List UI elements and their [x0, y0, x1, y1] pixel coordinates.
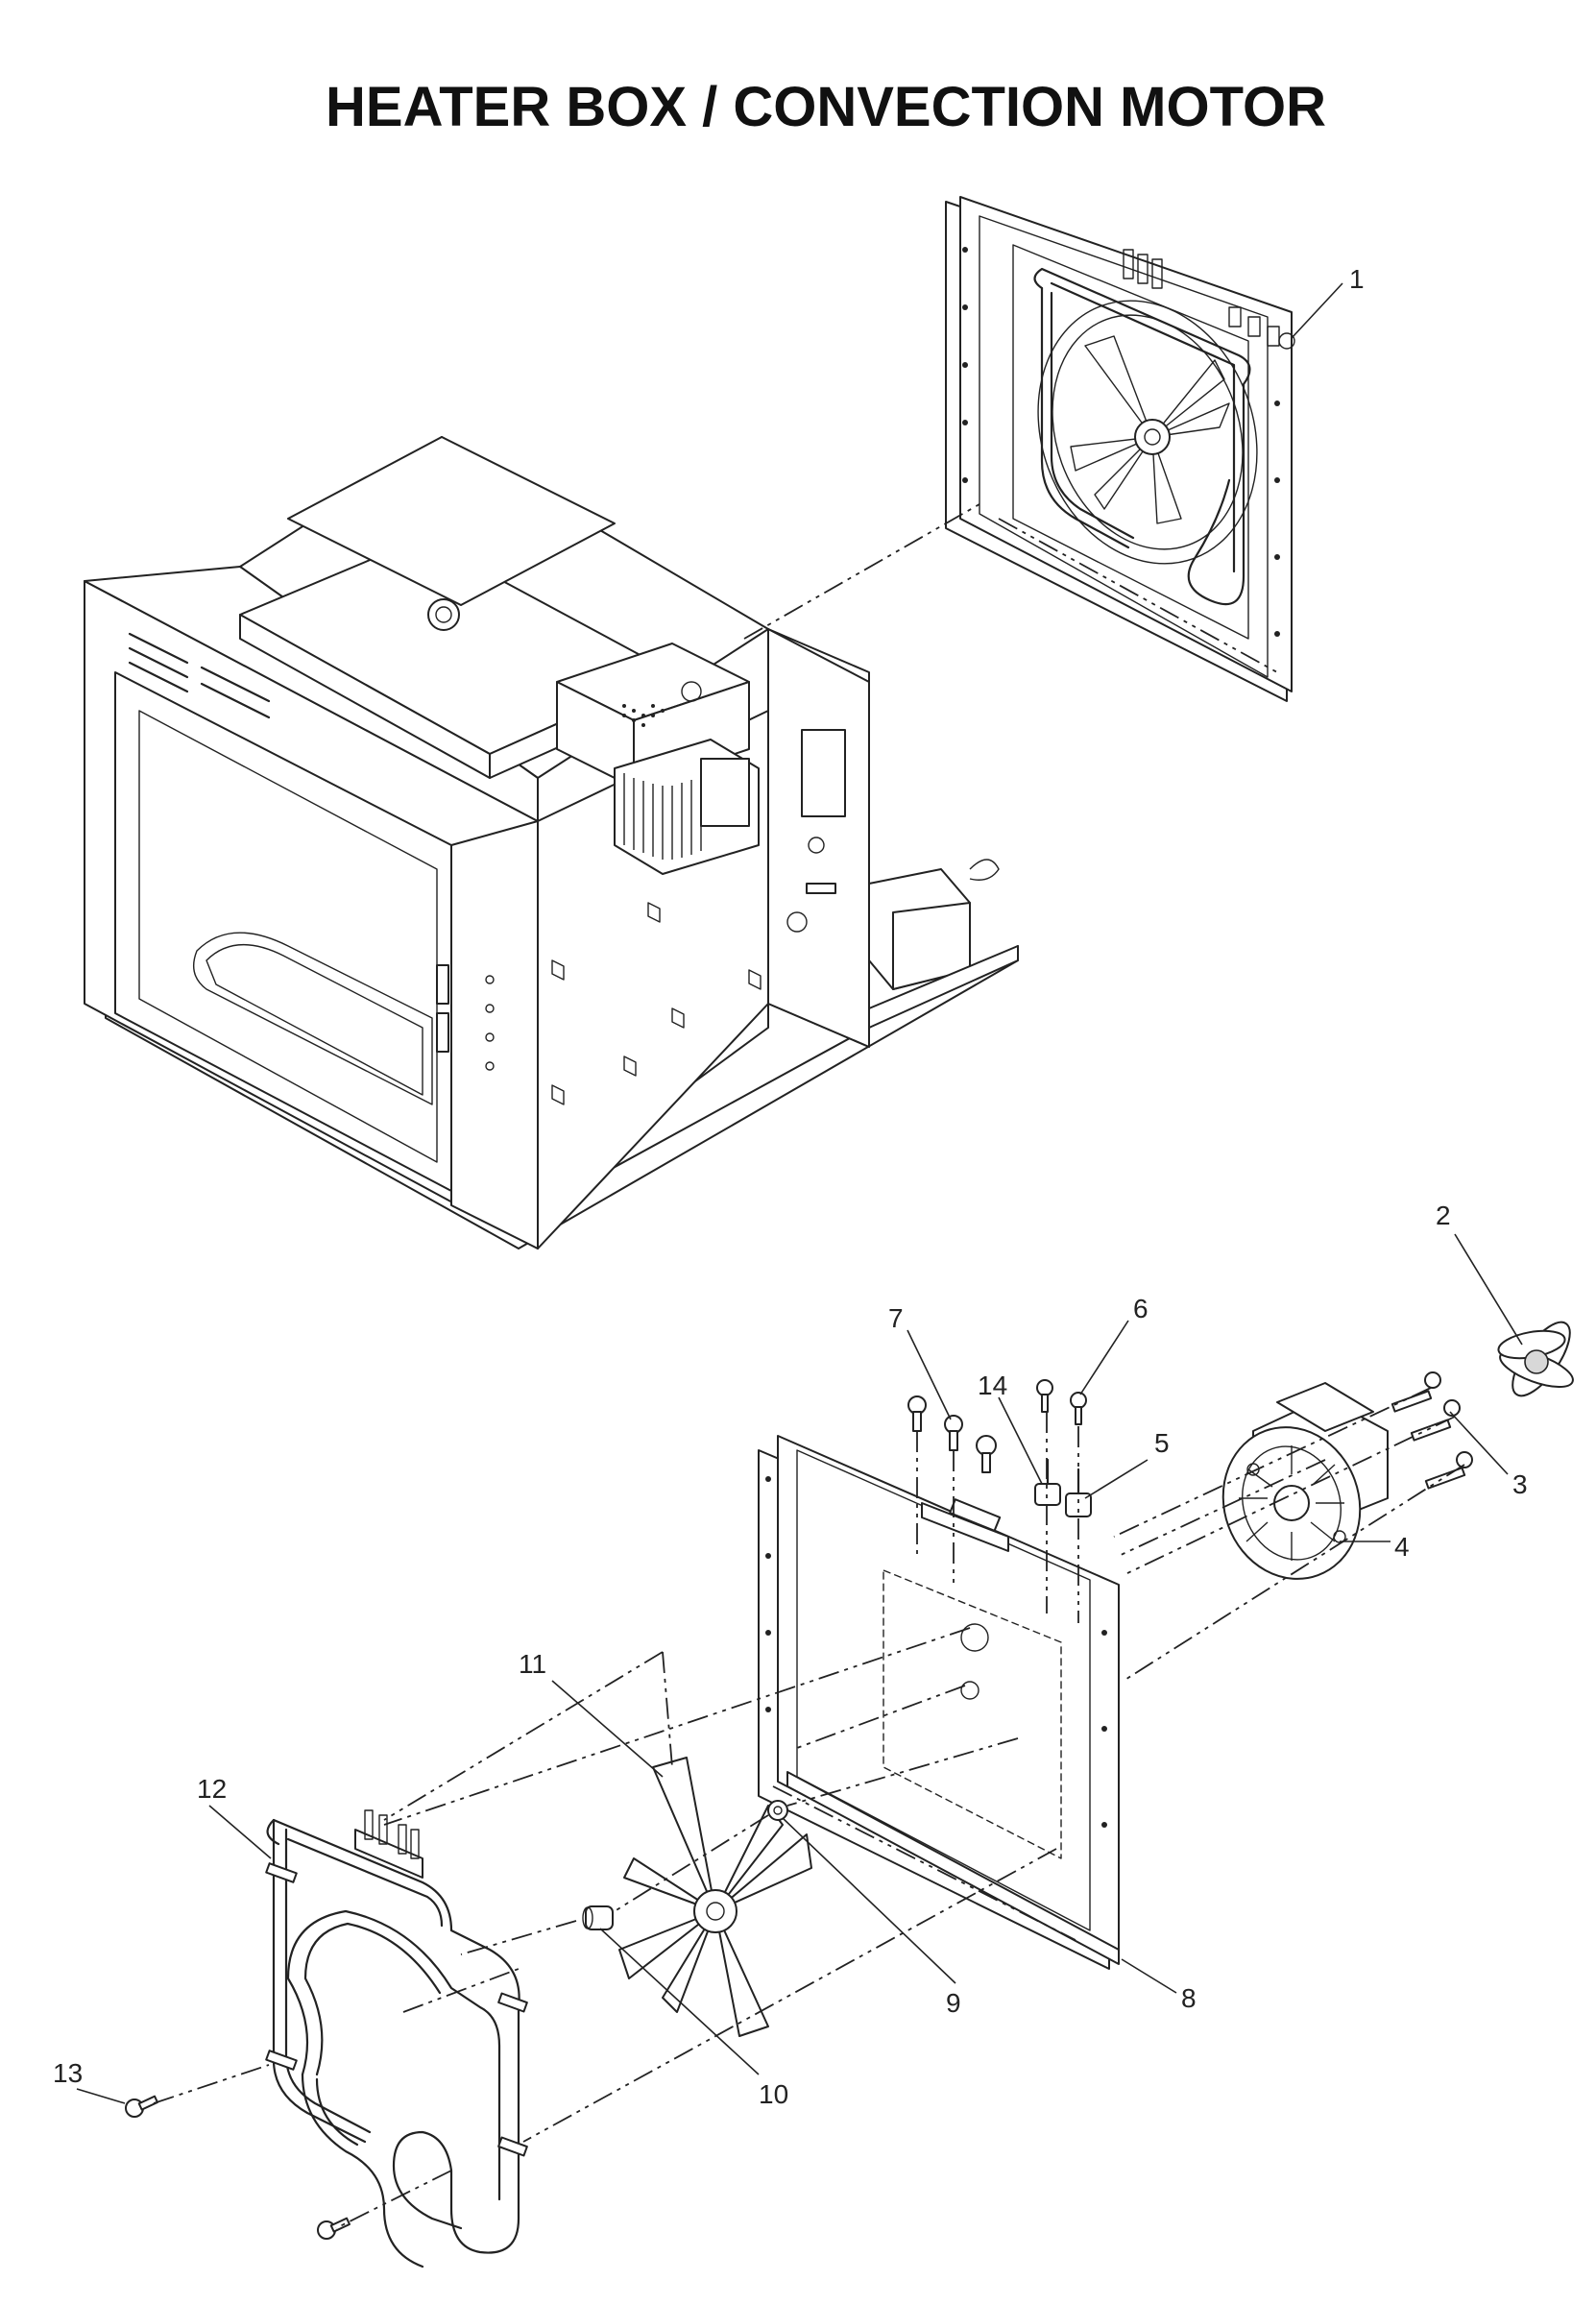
callout-3: 3 [1512, 1469, 1528, 1499]
cooling-fan-blade-item-2 [1497, 1321, 1574, 1397]
diagram-title: HEATER BOX / CONVECTION MOTOR [326, 76, 1326, 138]
thermostat-item-14 [1034, 1458, 1061, 1506]
element-screw-item-13 [125, 2095, 159, 2118]
callout-11: 11 [519, 1649, 546, 1679]
callout-8: 8 [1181, 1983, 1197, 2013]
element-screw-lower [317, 2217, 351, 2240]
callout-9: 9 [946, 1988, 961, 2018]
callout-12: 12 [197, 1774, 227, 1804]
assembly-alignment-lines [153, 1387, 1465, 2229]
heating-element-item-12 [265, 1809, 528, 2269]
callout-1: 1 [1349, 264, 1365, 294]
callout-5: 5 [1154, 1428, 1170, 1458]
callout-4: 4 [1394, 1532, 1410, 1562]
screws-item-7 [907, 1395, 997, 1473]
motor-mount-screws-item-3 [1390, 1371, 1473, 1490]
screws-item-6 [1036, 1379, 1087, 1425]
heater-box-panel-item-8 [758, 1435, 1120, 1970]
callout-leaders [76, 282, 1523, 2104]
convection-motor-item-4 [1221, 1382, 1389, 1580]
callout-labels: 1 2 3 4 5 6 7 8 9 10 11 12 13 14 [53, 264, 1528, 2109]
fan-nut-item-10 [582, 1905, 614, 1930]
washer-item-9 [767, 1800, 788, 1821]
callout-7: 7 [888, 1303, 904, 1333]
oven-cavity-assembly [84, 436, 1019, 1250]
heater-box-assembly-item-1 [945, 196, 1295, 702]
convection-fan-item-11 [618, 1757, 812, 2037]
callout-14: 14 [978, 1371, 1007, 1400]
alignment-line-1 [743, 503, 980, 640]
alignment-line-1b [998, 518, 1278, 673]
callout-13: 13 [53, 2058, 83, 2088]
callout-6: 6 [1133, 1294, 1149, 1323]
callout-10: 10 [759, 2079, 788, 2109]
callout-2: 2 [1436, 1201, 1451, 1230]
